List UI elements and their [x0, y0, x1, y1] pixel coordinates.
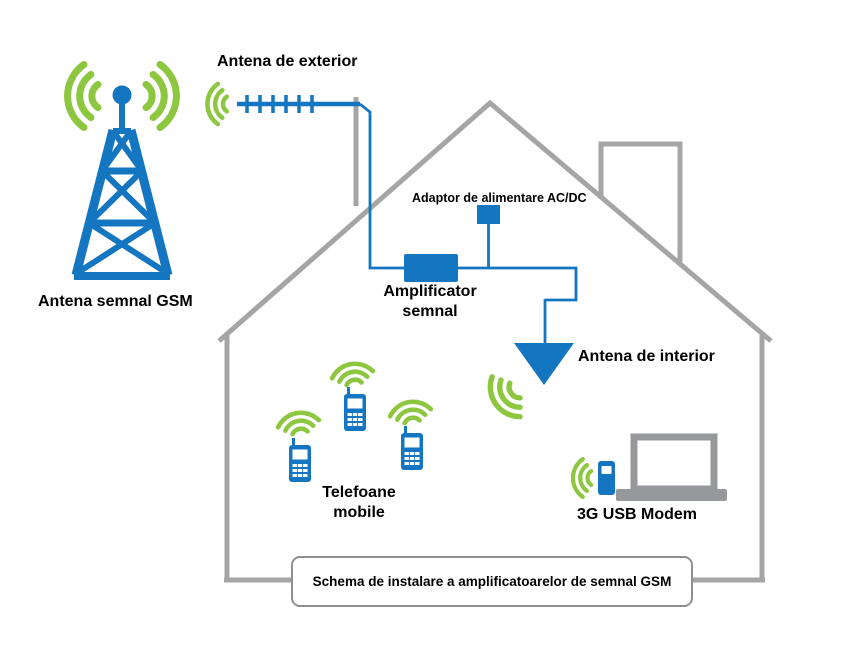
signal-waves-icon	[205, 81, 230, 127]
laptop-base	[616, 489, 727, 501]
signal-waves-icon	[570, 457, 594, 499]
roof	[217, 99, 773, 343]
usb-modem-label: 3G USB Modem	[577, 506, 698, 523]
amplifier-output-cable-line	[458, 266, 578, 302]
mobile-phones-label-line1: Telefoane	[322, 484, 396, 501]
signal-waves-icon	[487, 374, 523, 420]
caption-box: Schema de instalare a amplificatoarelor …	[291, 556, 693, 607]
power-adapter-label: Adaptor de alimentare AC/DC	[412, 191, 587, 205]
tower-top-ball	[112, 85, 132, 105]
laptop-icon	[616, 433, 727, 501]
signal-waves-icon	[64, 61, 102, 131]
usb-modem-icon	[598, 461, 615, 495]
interior-antenna-icon	[514, 343, 574, 385]
signal-waves-icon	[329, 361, 376, 388]
laptop-screen	[630, 433, 718, 493]
power-adapter-icon	[477, 205, 500, 224]
tower-left-rail	[71, 128, 118, 277]
tower-right-rail	[126, 128, 173, 277]
gsm-tower-label: Antena semnal GSM	[38, 293, 193, 310]
mobile-phones-label: Telefoane mobile	[299, 483, 419, 522]
mobile-phones-label-line2: mobile	[333, 503, 385, 521]
amplifier-label-line2: semnal	[402, 302, 458, 320]
signal-waves-icon	[275, 410, 322, 437]
amplifier-box-icon	[404, 254, 458, 282]
exterior-antenna-icon	[237, 95, 360, 206]
amplifier-label-line1: Amplificator	[383, 283, 477, 300]
amplifier-label: Amplificator semnal	[367, 282, 493, 321]
signal-waves-icon	[142, 61, 180, 131]
gsm-tower-icon	[71, 85, 173, 280]
chimney	[598, 141, 683, 262]
mobile-phone-icon	[344, 387, 366, 431]
mobile-phone-icon	[289, 438, 311, 482]
signal-waves-icon	[387, 399, 434, 426]
antenna-cable-line	[359, 102, 404, 270]
mobile-phone-icon	[401, 426, 423, 470]
interior-antenna-label: Antena de interior	[578, 348, 715, 365]
exterior-antenna-label: Antena de exterior	[217, 53, 358, 70]
